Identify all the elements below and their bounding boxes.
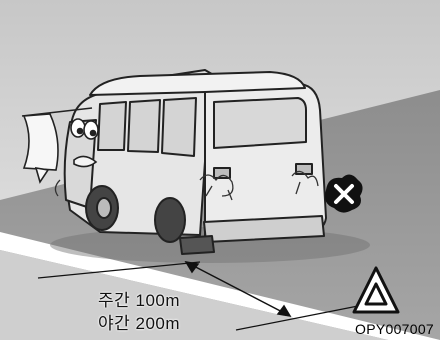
breakdown-x-icon xyxy=(325,174,363,213)
flag-cloth xyxy=(22,113,59,171)
rear-bumper xyxy=(203,215,325,243)
night-distance-label: 야간 200m xyxy=(98,314,181,333)
rear-window xyxy=(213,97,307,149)
van-eye-right xyxy=(83,120,99,140)
figure-code: OPY007007 xyxy=(355,321,434,337)
white-flag-icon xyxy=(21,107,93,184)
van-roof xyxy=(89,71,306,96)
side-window-2 xyxy=(127,99,161,153)
van-mouth xyxy=(73,155,98,168)
front-wheel-hub xyxy=(96,197,112,219)
smoke-puffs xyxy=(54,170,319,201)
rear-wheel xyxy=(154,197,186,243)
rear-tire-pad xyxy=(179,235,215,255)
van xyxy=(63,69,327,255)
van-face xyxy=(70,118,99,168)
distance-reference-line-van xyxy=(37,261,201,279)
distance-reference-line-triangle xyxy=(235,305,359,331)
road-edge-line xyxy=(0,232,440,340)
tail-light-right xyxy=(295,163,313,175)
warning-triangle-icon xyxy=(352,266,400,314)
side-window-3 xyxy=(161,97,197,157)
side-window-1 xyxy=(97,101,127,151)
tail-light-left xyxy=(213,167,231,179)
van-eye-left xyxy=(70,118,86,138)
day-distance-label: 주간 100m xyxy=(98,291,181,310)
